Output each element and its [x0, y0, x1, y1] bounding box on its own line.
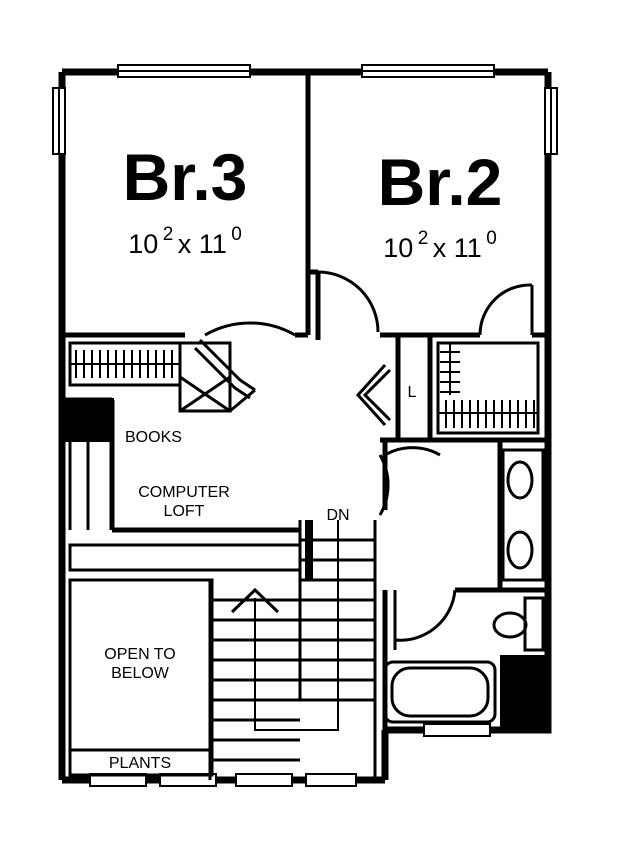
solid-wall-blocks	[64, 398, 548, 730]
books-label: BOOKS	[125, 429, 182, 446]
stairs-down-label: DN	[326, 507, 349, 524]
br3-closet	[68, 341, 182, 387]
br2-dim-x: x 11	[433, 233, 482, 263]
doors	[204, 270, 534, 650]
open-to-below-label-1: OPEN TO	[104, 646, 175, 663]
br2-label: Br.2	[378, 145, 503, 219]
br2-dim-a-sup: 2	[418, 228, 429, 249]
br3-dim-a-sup: 2	[163, 224, 174, 245]
br3-dim-x: x 11	[178, 229, 227, 259]
linen-closet-label: L	[408, 384, 417, 401]
open-to-below-label-2: BELOW	[111, 665, 170, 682]
br3-dimensions: 10 2 x 11 0	[128, 224, 242, 259]
br2-closet	[436, 341, 540, 435]
stairs	[208, 520, 377, 780]
br3-dim-a: 10	[128, 229, 158, 259]
computer-loft-label-1: COMPUTER	[138, 484, 230, 501]
br2-dimensions: 10 2 x 11 0	[383, 228, 497, 263]
br2-dim-b-sup: 0	[486, 228, 497, 249]
corner-closet	[178, 338, 256, 413]
br2-dim-a: 10	[383, 233, 413, 263]
br3-dim-b-sup: 0	[231, 224, 242, 245]
br3-label: Br.3	[123, 140, 248, 214]
plants-label: PLANTS	[109, 755, 171, 772]
bath-fixtures	[383, 448, 545, 724]
linen-closet-door	[355, 363, 392, 427]
windows	[52, 64, 558, 787]
computer-loft-label-2: LOFT	[164, 503, 205, 520]
